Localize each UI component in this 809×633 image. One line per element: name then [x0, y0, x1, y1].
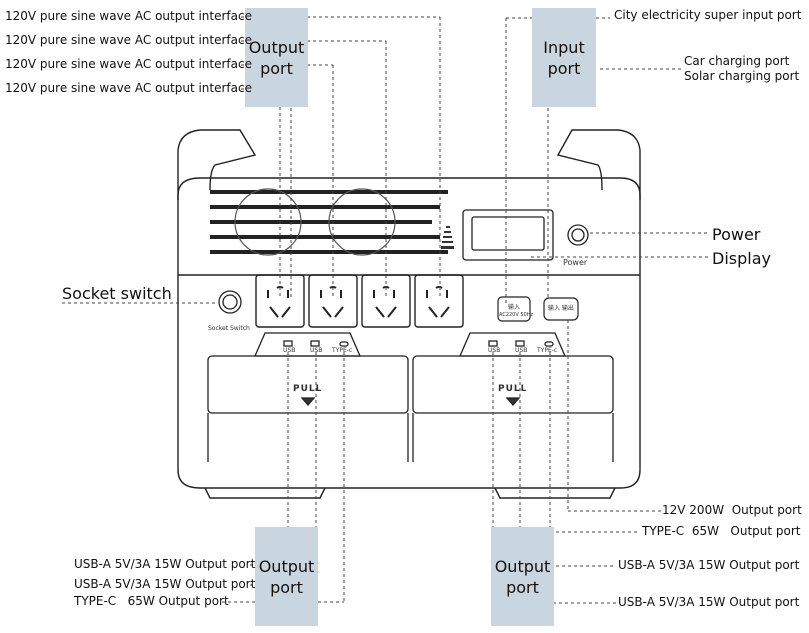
device-body — [177, 177, 641, 489]
usb-text-2: USB — [310, 347, 323, 354]
left-foot — [204, 487, 326, 499]
ac-sockets — [255, 274, 464, 328]
fan-right — [328, 188, 396, 256]
ac-input-port — [497, 296, 531, 322]
usb-text-3: USB — [488, 347, 501, 354]
display-label: Display — [712, 249, 771, 268]
bottom-left-box-line2: port — [270, 577, 303, 597]
bottom-right-box-line2: port — [506, 577, 539, 597]
usb-a-label-left-1: USB-A 5V/3A 15W Output port — [74, 557, 256, 571]
fan-left — [234, 188, 302, 256]
dc-12v-label: 12V 200W Output port — [662, 503, 802, 517]
pull-arrow-left — [300, 397, 316, 406]
ac-output-label-3: 120V pure sine wave AC output interface — [5, 57, 252, 71]
top-input-box-line2: port — [547, 58, 581, 78]
top-output-box-line1: Output — [248, 37, 305, 57]
ac-output-label-2: 120V pure sine wave AC output interface — [5, 33, 252, 47]
pull-arrow-right — [505, 397, 521, 406]
ac-output-label-4: 120V pure sine wave AC output interface — [5, 81, 252, 95]
storage-drawers — [207, 355, 614, 462]
display-screen — [462, 209, 554, 261]
solar-charging-label: Solar charging port — [684, 69, 800, 83]
ac-input-icon-text: 输入 — [508, 304, 521, 311]
city-input-label: City electricity super input port — [614, 8, 802, 22]
socket-switch-label: Socket switch — [62, 284, 172, 303]
ac-output-label-1: 120V pure sine wave AC output interface — [5, 9, 252, 23]
power-button — [567, 224, 589, 246]
device-outline — [177, 129, 641, 499]
ac-input-icon-subtext: AC220V 50Hz — [499, 312, 534, 318]
left-handle — [177, 129, 257, 200]
bottom-left-box-line1: Output — [258, 556, 315, 576]
ac-socket-4 — [414, 274, 464, 328]
typec-text-1: TYPE-c — [332, 347, 353, 354]
top-output-box-line2: port — [260, 58, 293, 78]
vent-grille — [210, 188, 448, 256]
usb-a-label-right-1: USB-A 5V/3A 15W Output port — [618, 558, 800, 572]
typec-label-left: TYPE-C 65W Output port — [74, 594, 229, 608]
usb-text-1: USB — [283, 347, 296, 354]
bottom-right-box-line1: Output — [494, 556, 551, 576]
usb-a-label-left-2: USB-A 5V/3A 15W Output port — [74, 577, 256, 591]
top-input-box-line1: Input — [543, 37, 585, 57]
drawer-right — [412, 355, 614, 414]
power-meter-bars — [441, 226, 454, 249]
usb-a-label-right-2: USB-A 5V/3A 15W Output port — [618, 595, 800, 609]
dc-input-icon-text: 输入 输出 — [548, 305, 574, 312]
power-small-text: Power — [563, 258, 588, 267]
car-charging-label: Car charging port — [684, 54, 790, 68]
typec-label-right: TYPE-C 65W Output port — [642, 524, 801, 538]
drawer-left — [207, 355, 409, 414]
typec-text-2: TYPE-c — [537, 347, 558, 354]
socket-switch-button — [218, 290, 242, 314]
right-foot — [494, 487, 616, 499]
right-handle — [556, 129, 641, 200]
dc-input-port — [543, 297, 579, 321]
usb-text-4: USB — [515, 347, 528, 354]
pull-text-right: PULL — [498, 384, 528, 394]
power-label: Power — [712, 225, 761, 244]
input-ports — [497, 296, 579, 322]
leader-lines — [62, 16, 708, 604]
socket-switch-small-text: Socket Switch — [208, 325, 250, 332]
pull-text-left: PULL — [293, 384, 323, 394]
